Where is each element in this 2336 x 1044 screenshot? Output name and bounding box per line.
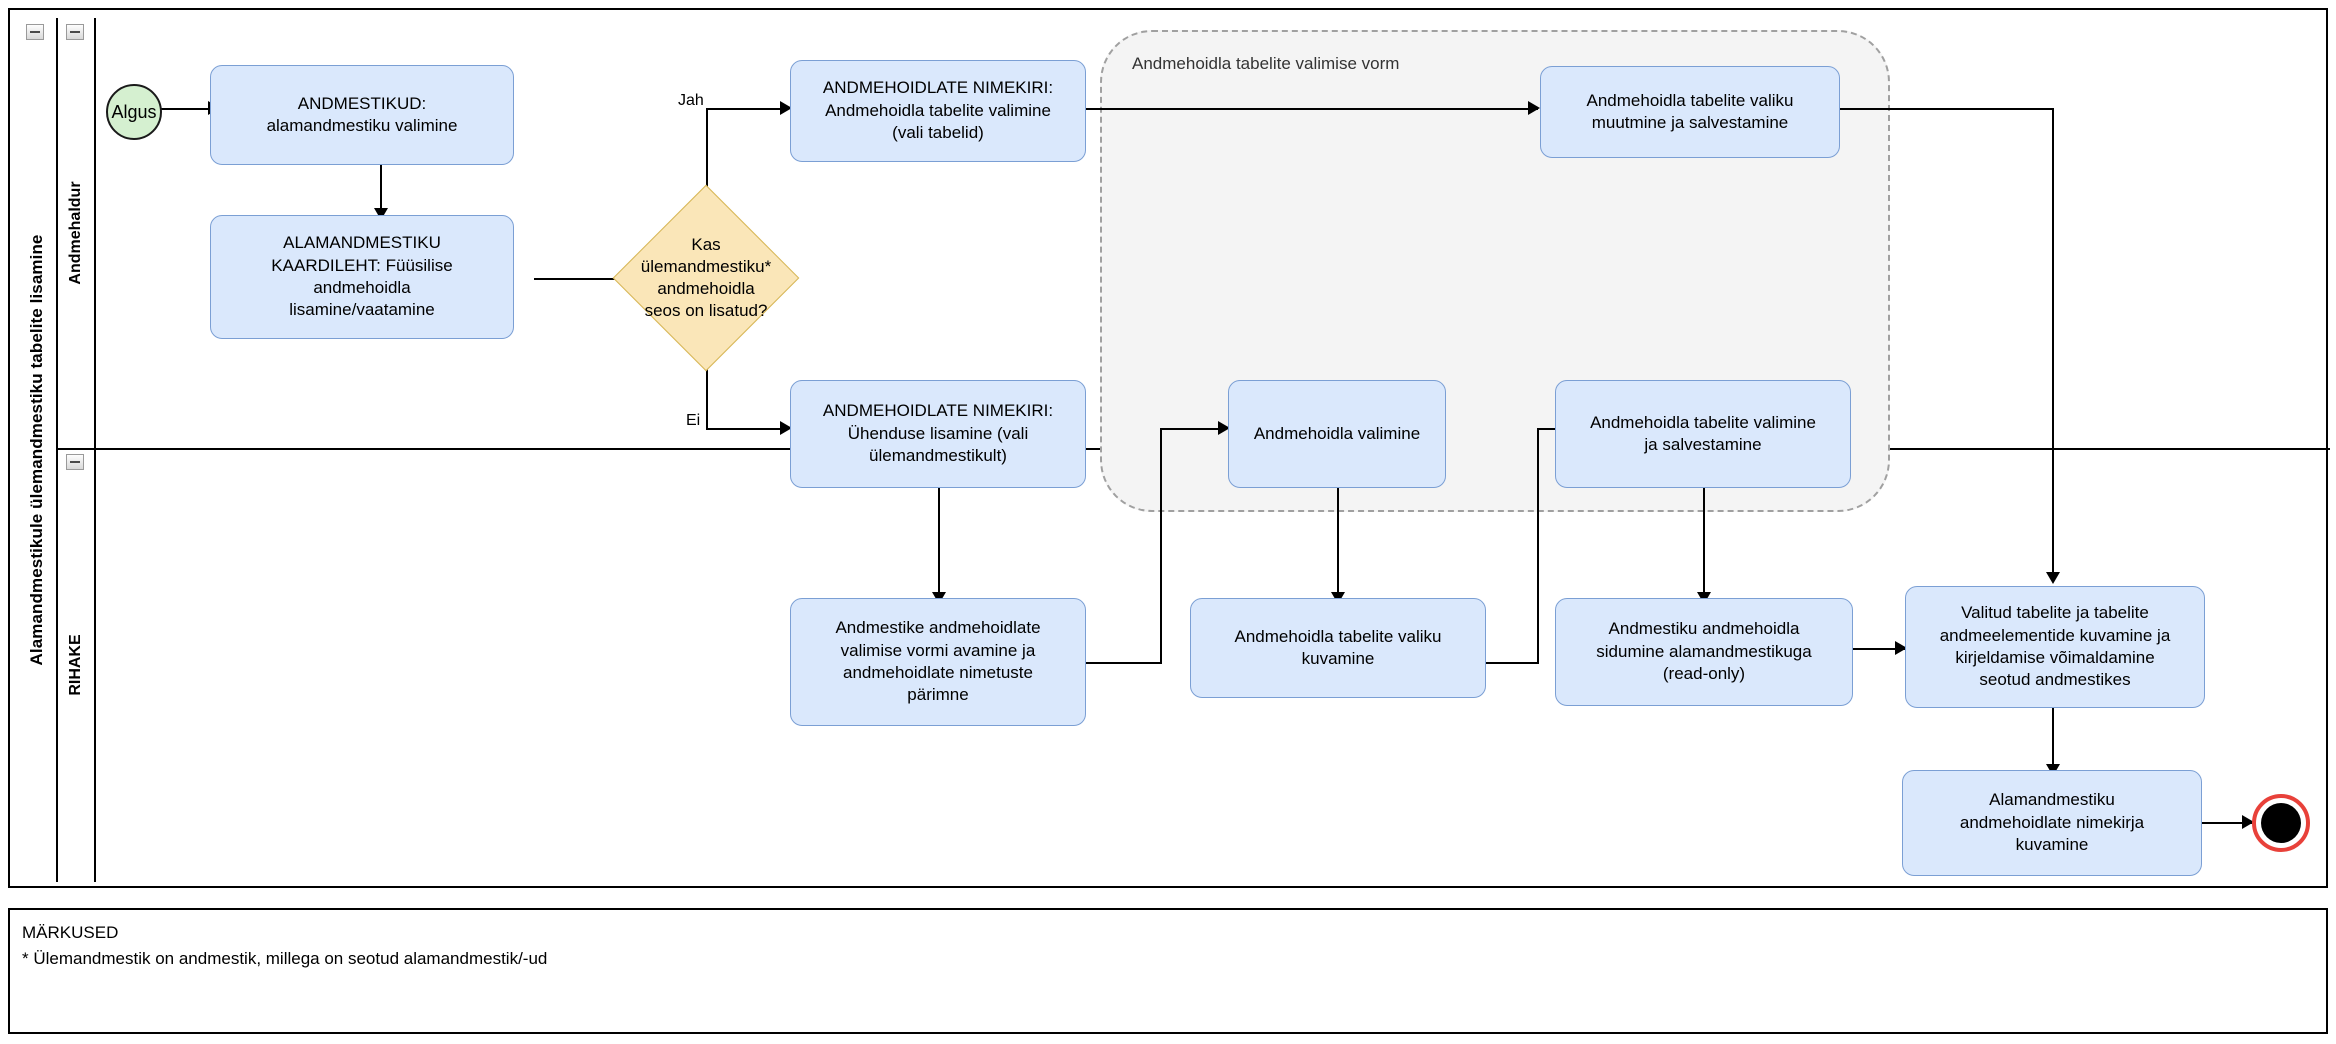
lane-rihake-collapse-icon[interactable] — [66, 454, 84, 470]
arrowhead — [780, 421, 792, 435]
arrowhead — [1895, 641, 1907, 655]
task-andmehoidla-valimine[interactable]: Andmehoidla valimine — [1228, 380, 1446, 488]
start-event[interactable]: Algus — [106, 84, 162, 140]
connector-gateway-yes-vertical — [706, 108, 708, 208]
task-label: ANDMEHOIDLATE NIMEKIRI:Andmehoidla tabel… — [822, 78, 1054, 143]
connector-t8-to-t6-v — [1160, 428, 1162, 664]
connector-t9-to-t7-h1 — [1485, 662, 1539, 664]
pool-container: Alamandmestikule ülemandmestiku tabelite… — [8, 8, 2330, 888]
connector-t7-to-t10 — [1703, 488, 1705, 598]
edge-label-no: Ei — [686, 412, 701, 429]
start-event-label: Algus — [111, 101, 157, 122]
connector-t9-to-t7-v — [1537, 428, 1539, 664]
connector-rail-vertical — [2052, 108, 2054, 578]
gateway-label: Kas ülemandmestiku* andmehoidla seos on … — [641, 234, 771, 322]
lane-andmehaldur: Andmehaldur — [58, 18, 2330, 448]
connector-t3-to-t4 — [1078, 108, 1538, 110]
connector-start-to-t1 — [160, 108, 210, 110]
lane-rihake-header: RIHAKE — [58, 448, 96, 882]
gateway-line-3: andmehoidla — [657, 279, 755, 298]
task-andmestikud-alamandmestiku-valimine[interactable]: ANDMESTIKUD:alamandmestiku valimine — [210, 65, 514, 165]
gateway-line-2: ülemandmestiku* — [640, 256, 772, 276]
task-label: ANDMEHOIDLATE NIMEKIRI:Ühenduse lisamine… — [822, 401, 1054, 466]
end-event[interactable] — [2252, 794, 2310, 852]
connector-gateway-no-horizontal — [706, 428, 788, 430]
lane-andmehaldur-collapse-icon[interactable] — [66, 24, 84, 40]
connector-t11-to-t12 — [2052, 708, 2054, 770]
connector-t1-to-t2 — [380, 165, 382, 215]
connector-t8-to-t6-h2 — [1160, 428, 1226, 430]
connector-t2-to-gateway — [534, 278, 630, 280]
gateway-line-1: Kas — [691, 234, 721, 254]
connector-t12-to-end — [2200, 822, 2252, 824]
pool-collapse-icon[interactable] — [26, 24, 44, 40]
task-label: Andmehoidla valimine — [1253, 423, 1421, 443]
task-andmehoidlate-nimekiri-uhenduse-lisamine[interactable]: ANDMEHOIDLATE NIMEKIRI:Ühenduse lisamine… — [790, 380, 1086, 488]
connector-t5-to-t8 — [938, 488, 940, 598]
edge-label-yes: Jah — [678, 92, 704, 109]
pool-title-bar: Alamandmestikule ülemandmestiku tabelite… — [18, 18, 58, 882]
arrowhead — [2046, 572, 2060, 584]
lane-andmehaldur-header: Andmehaldur — [58, 18, 96, 448]
connector-t4-to-rail — [1832, 108, 2054, 110]
connector-t8-to-t6-h1 — [1086, 662, 1162, 664]
arrowhead — [1528, 101, 1540, 115]
notes-heading: MÄRKUSED — [22, 923, 119, 942]
pool-title-label: Alamandmestikule ülemandmestiku tabelite… — [27, 234, 46, 666]
subprocess-group-label: Andmehoidla tabelite valimise vorm — [1132, 54, 1400, 73]
notes-line-1: * Ülemandmestik on andmestik, millega on… — [22, 948, 548, 968]
connector-gateway-yes-horizontal — [706, 108, 788, 110]
lane-andmehaldur-label: Andmehaldur — [67, 181, 84, 285]
lane-rihake: RIHAKE — [58, 448, 2330, 882]
gateway-line-4: seos on lisatud? — [644, 301, 768, 321]
connector-t6-to-t9 — [1337, 488, 1339, 598]
arrowhead — [1218, 421, 1230, 435]
arrowhead — [780, 101, 792, 115]
task-andmehoidlate-nimekiri-tabelite-valimine[interactable]: ANDMEHOIDLATE NIMEKIRI:Andmehoidla tabel… — [790, 60, 1086, 162]
notes-panel: MÄRKUSED * Ülemandmestik on andmestik, m… — [8, 908, 2328, 1034]
connector-gateway-no-vertical — [706, 348, 708, 428]
arrowhead — [2242, 815, 2254, 829]
lane-rihake-label: RIHAKE — [67, 634, 84, 696]
connector-t10-to-t11 — [1853, 648, 1905, 650]
task-label: ANDMESTIKUD:alamandmestiku valimine — [266, 93, 458, 135]
